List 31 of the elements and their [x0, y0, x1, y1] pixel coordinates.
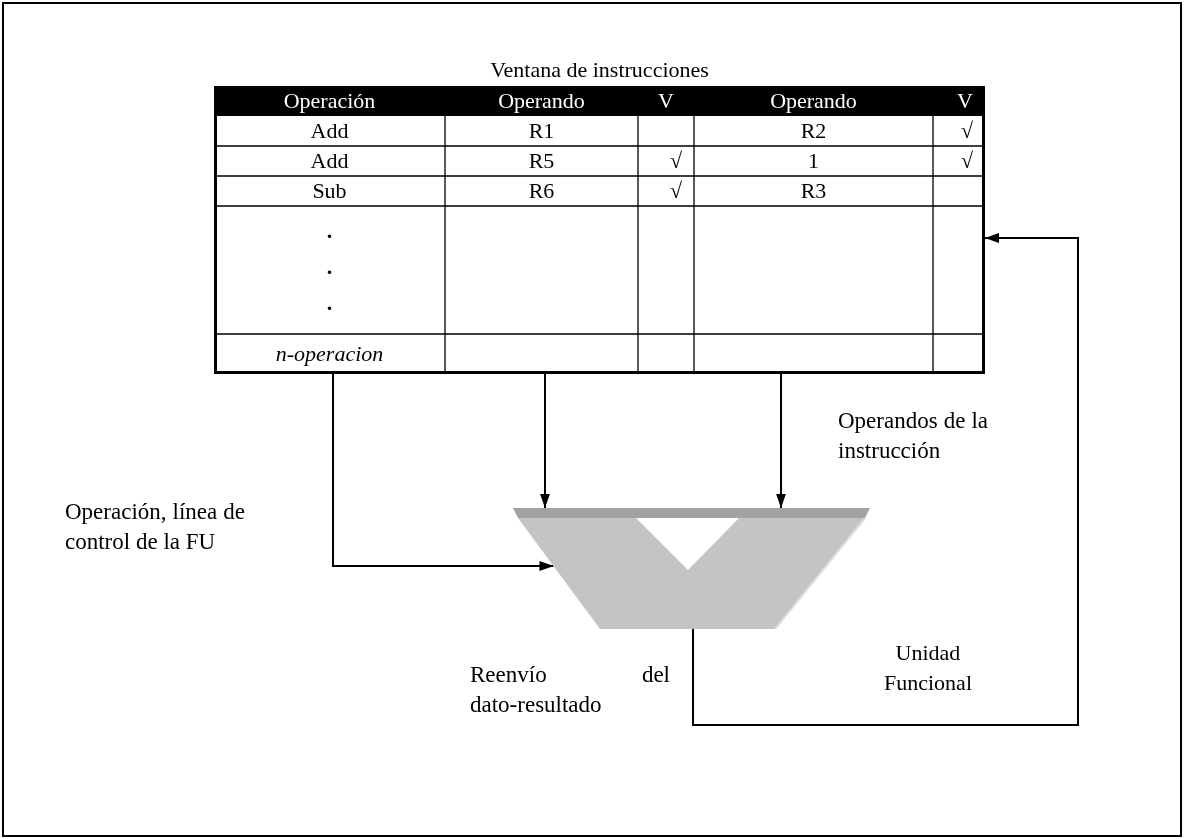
edge-label: Operación, línea de control de la FU	[65, 498, 245, 556]
table-cell-text: Sub	[312, 178, 347, 204]
column-header: Operando	[770, 88, 857, 114]
table-cell-text: Add	[310, 148, 349, 174]
table-cell-text: R2	[800, 118, 827, 144]
unit-label: Unidad Funcional	[883, 639, 973, 697]
arrow	[332, 373, 555, 571]
column-header: Operación	[283, 88, 376, 114]
table-cell-text: Add	[310, 118, 349, 144]
table-cell-text: R5	[528, 148, 555, 174]
ellipsis-dot: .	[326, 254, 333, 280]
table-cell-text: √	[669, 148, 682, 174]
column-header: V	[957, 88, 973, 114]
table-cell-text: R6	[528, 178, 555, 204]
table-cell-text: √	[669, 178, 682, 204]
table-cell-text: R1	[528, 118, 555, 144]
arrow	[692, 233, 1079, 726]
ellipsis-dot: .	[326, 218, 333, 244]
table-cell-text: √	[960, 118, 973, 144]
column-header: Operando	[498, 88, 585, 114]
edge-label: Reenvío del dato-resultado	[470, 661, 670, 719]
table-title: Ventana de instrucciones	[489, 56, 710, 84]
arrow	[540, 373, 550, 509]
column-header: V	[658, 88, 674, 114]
table-cell-text: 1	[808, 148, 819, 174]
edge-label: Operandos de la instrucción	[838, 407, 988, 465]
arrow	[776, 373, 786, 509]
table-cell-text: R3	[800, 178, 827, 204]
table-cell-text: √	[960, 148, 973, 174]
ellipsis-dot: .	[326, 290, 333, 316]
table-cell-text: n-operacion	[275, 341, 384, 367]
